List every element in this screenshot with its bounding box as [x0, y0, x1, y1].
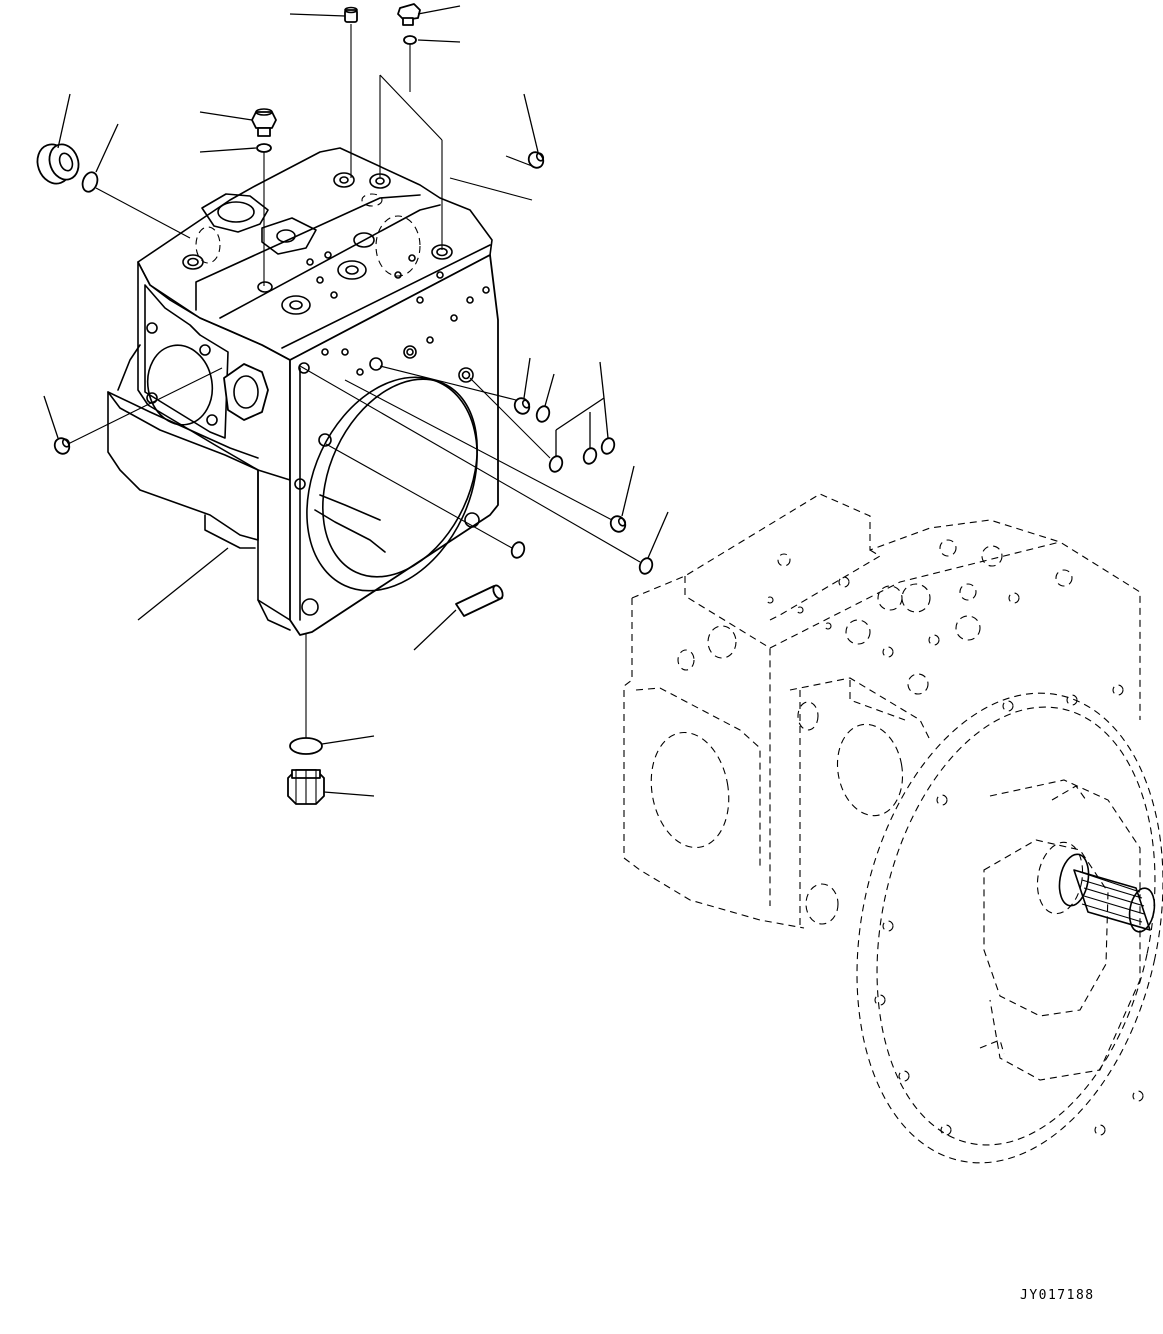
plug-h	[609, 515, 627, 533]
leader-lines	[43, 5, 669, 797]
o-ring-g2	[582, 447, 598, 465]
drain-plug	[287, 769, 325, 805]
plug-d	[527, 151, 545, 169]
plug-b	[344, 6, 358, 23]
reference-pump-assembly	[623, 493, 1163, 1164]
plug-f	[513, 397, 531, 415]
o-ring-g3	[600, 437, 616, 455]
plug-e	[53, 437, 71, 455]
o-ring-g1	[548, 455, 564, 473]
small-parts	[36, 3, 654, 805]
drawing-id: JY017188	[1020, 1288, 1095, 1303]
plug-c	[397, 3, 421, 26]
o-ring-a	[256, 143, 272, 153]
large-plug	[36, 143, 80, 185]
o-ring-f	[535, 405, 551, 423]
pump-case	[107, 147, 499, 636]
plug-a	[251, 108, 277, 137]
o-ring-pin	[510, 541, 526, 559]
o-ring-h	[638, 557, 654, 575]
drive-shaft	[1036, 841, 1156, 933]
pin	[455, 584, 504, 617]
o-ring-large-plug	[81, 171, 99, 193]
o-ring-c	[403, 35, 417, 45]
assembly-lines	[67, 24, 641, 738]
o-ring-drain	[289, 737, 323, 755]
